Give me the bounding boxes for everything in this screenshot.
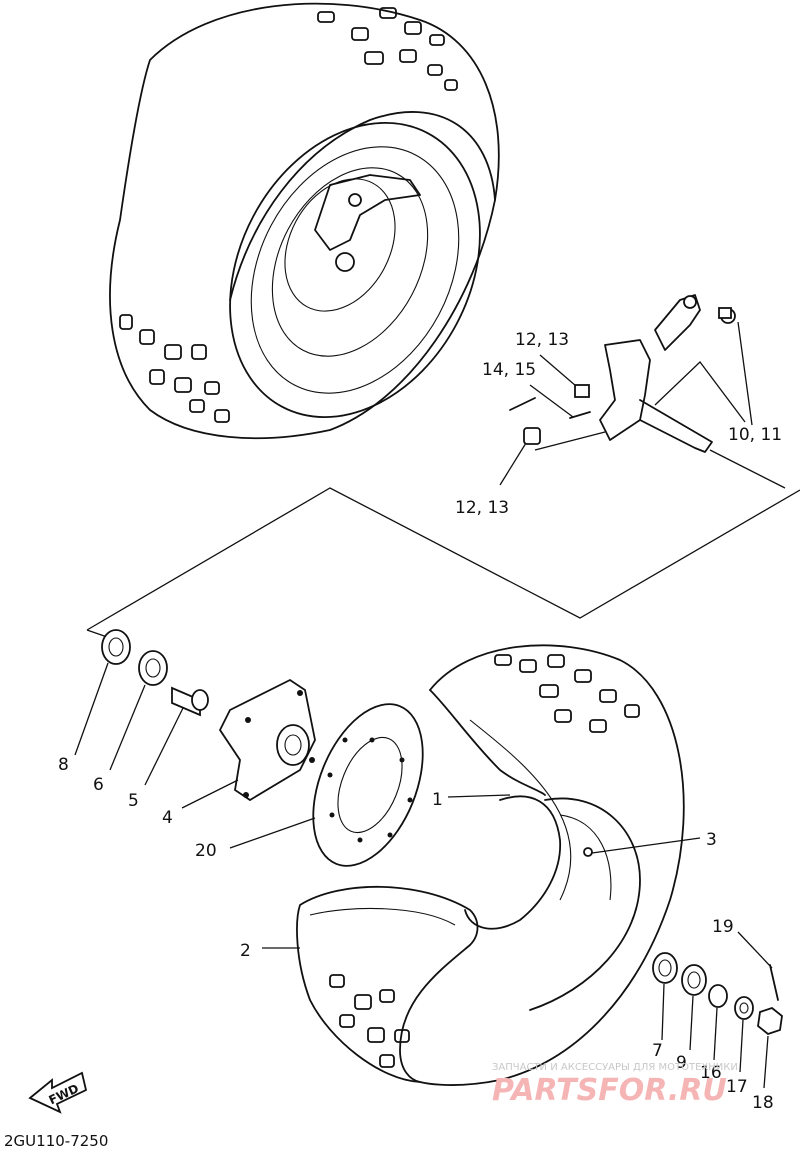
watermark: ЗАПЧАСТИ И АКСЕССУАРЫ ДЛЯ МОТОТЕХНИКИ PA…	[492, 1062, 738, 1108]
tread-blocks-top	[119, 7, 458, 423]
label-18: 18	[752, 1093, 774, 1113]
reference-lines	[86, 431, 800, 639]
brake-disc-20	[312, 703, 424, 867]
label-2: 2	[240, 941, 251, 961]
tire-front-section	[419, 644, 685, 1086]
diagram-code: 2GU110-7250	[4, 1132, 108, 1150]
label-20: 20	[195, 841, 217, 861]
valve-3	[583, 847, 593, 857]
tire-rear-section	[296, 885, 479, 1083]
hub-4	[218, 678, 316, 802]
rim-1	[464, 795, 641, 1011]
collar-16	[708, 984, 728, 1008]
oil-seal-8	[101, 629, 131, 665]
assembled-wheel	[109, 2, 500, 440]
label-9: 9	[676, 1053, 687, 1073]
washer-17	[734, 996, 754, 1020]
label-12-13-bottom: 12, 13	[455, 498, 509, 518]
axle-nut-18	[757, 1006, 783, 1036]
label-16: 16	[700, 1063, 722, 1083]
watermark-brand: PARTSFOR.RU	[492, 1073, 727, 1108]
label-14-15: 14, 15	[482, 360, 536, 380]
part-labels: 8 6 5 4 20 1 3 2 19 7 9 16 17 18 12, 13 …	[58, 330, 782, 1113]
tread-blocks-lower	[494, 654, 640, 733]
bearing-6	[138, 650, 168, 686]
label-8: 8	[58, 755, 69, 775]
nut-upper	[574, 384, 590, 398]
label-1: 1	[432, 790, 443, 810]
bearing-7	[652, 952, 678, 984]
steering-knuckle	[509, 294, 736, 453]
nut-lower	[523, 427, 541, 445]
label-3: 3	[706, 830, 717, 850]
label-10-11: 10, 11	[728, 425, 782, 445]
label-19: 19	[712, 917, 734, 937]
label-4: 4	[162, 808, 173, 828]
leader-lines	[74, 321, 773, 1089]
watermark-tagline: ЗАПЧАСТИ И АКСЕССУАРЫ ДЛЯ МОТОТЕХНИКИ	[492, 1062, 738, 1073]
cotter-pin-19	[769, 964, 779, 1001]
spacer-5	[171, 686, 209, 717]
label-6: 6	[93, 775, 104, 795]
label-17: 17	[726, 1077, 748, 1097]
fwd-arrow: FWD	[28, 1071, 88, 1114]
label-7: 7	[652, 1041, 663, 1061]
label-5: 5	[128, 791, 139, 811]
seal-9	[681, 964, 707, 996]
label-12-13-top: 12, 13	[515, 330, 569, 350]
